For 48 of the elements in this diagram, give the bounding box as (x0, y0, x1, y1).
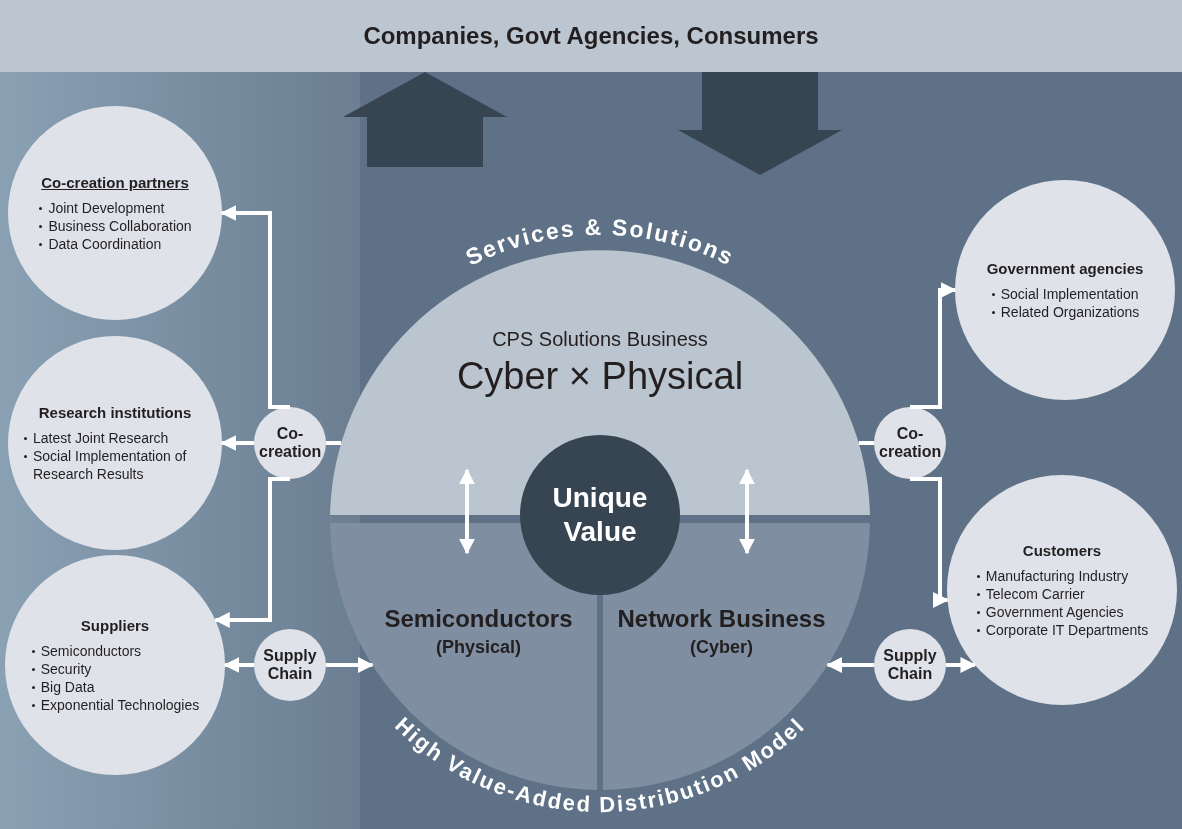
list-item: Related Organizations (990, 302, 1140, 321)
list-item: Security (30, 659, 92, 678)
circle-label: Supply Chain (882, 647, 938, 683)
node-heading: Customers (1022, 541, 1102, 559)
arrow (220, 435, 254, 451)
node-heading: Government agencies (986, 259, 1144, 277)
block-arrow (343, 72, 507, 167)
banner-box (0, 0, 1182, 72)
list-item: Manufacturing Industry (975, 566, 1129, 585)
arrow (220, 205, 290, 409)
list-item: Semiconductors (30, 641, 142, 660)
list-item: Social Implementation of Research Results (23, 446, 207, 483)
circle-label: Co-creation (259, 425, 321, 461)
banner-title: Companies, Govt Agencies, Consumers (363, 22, 819, 50)
arrow (946, 657, 977, 673)
node-heading: Suppliers (80, 616, 150, 634)
center-label: Unique Value (551, 481, 649, 549)
list-item: Big Data (30, 677, 95, 696)
arrow (910, 282, 957, 409)
list-item: Corporate IT Departments (975, 620, 1149, 639)
circle-label: Supply Chain (262, 647, 318, 683)
circle-label: Co-creation (879, 425, 941, 461)
arrow (213, 477, 290, 628)
double-arrow (459, 468, 475, 555)
list-item: Social Implementation (990, 284, 1139, 303)
block-arrow (678, 72, 842, 175)
list-item: Exponential Technologies (30, 695, 200, 714)
arrow (223, 657, 254, 673)
segment-title: CPS Solutions Business (492, 328, 708, 351)
connector-line (858, 441, 874, 445)
list-item: Joint Development (38, 198, 165, 217)
arrow (910, 477, 950, 608)
segment-title: Semiconductors (384, 605, 573, 633)
double-arrow (739, 468, 755, 555)
segment-subtitle: Cyber × Physical (456, 355, 744, 398)
node-heading: Co-creation partners (41, 173, 189, 191)
list-item: Business Collaboration (38, 216, 192, 235)
node-heading: Research institutions (38, 403, 192, 421)
list-item: Data Coordination (38, 234, 162, 253)
arrow (826, 657, 874, 673)
segment-subtitle: (Cyber) (690, 637, 753, 658)
list-item: Telecom Carrier (975, 584, 1085, 603)
segment-title: Network Business (617, 605, 826, 633)
connector-line (326, 441, 342, 445)
list-item: Latest Joint Research (23, 428, 169, 447)
arrow (326, 657, 374, 673)
segment-subtitle: (Physical) (435, 637, 521, 658)
list-item: Government Agencies (975, 602, 1124, 621)
